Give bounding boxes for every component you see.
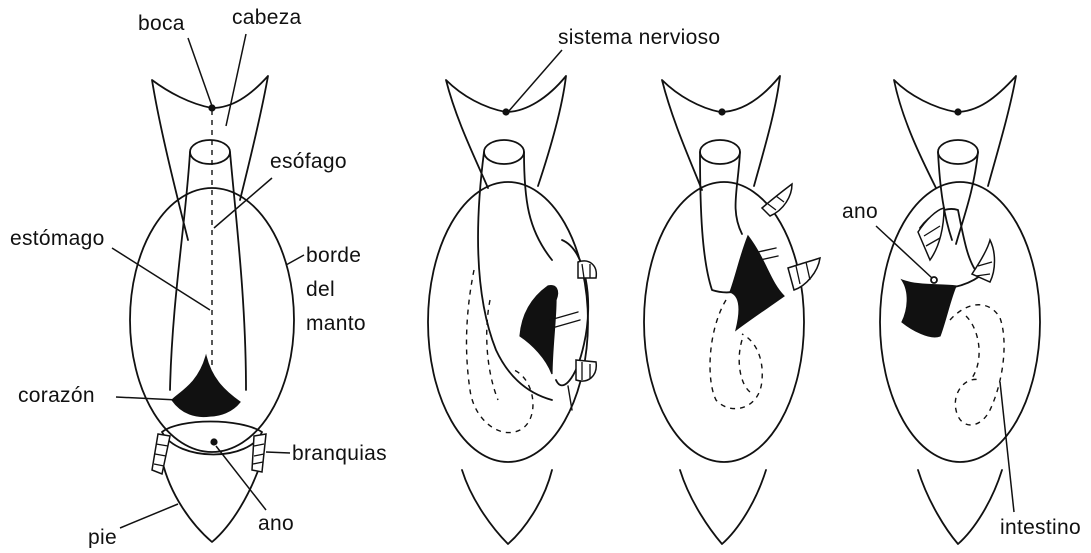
fig1-anus: [211, 439, 217, 445]
fig3-mouth: [719, 109, 725, 115]
figure-2-torsion-start: [428, 76, 596, 544]
fig3-gill-top: [762, 184, 792, 216]
leader-branquias: [266, 452, 290, 453]
fig3-esophagus-opening: [700, 140, 740, 164]
fig1-heart: [172, 356, 240, 416]
label-boca: boca: [138, 12, 185, 35]
figure-1-untorted-body: [130, 76, 294, 542]
label-sistema-nervioso: sistema nervioso: [558, 26, 720, 49]
label-pie: pie: [88, 526, 117, 548]
fig3-body-outline: [662, 76, 780, 190]
leader-estomago: [112, 248, 210, 310]
fig2-body-outline: [446, 76, 566, 188]
label-corazon: corazón: [18, 384, 95, 407]
label-ano-1: ano: [258, 512, 294, 535]
fig3-foot-outline: [680, 470, 766, 544]
fig1-gill-right: [252, 434, 266, 472]
fig2-intestine-dashed: [467, 270, 533, 433]
label-estomago: estómago: [10, 227, 105, 250]
leader-boca: [188, 38, 212, 106]
fig3-heart: [730, 236, 784, 330]
figure-4-torsion-complete: [880, 76, 1040, 544]
fig4-esophagus-opening: [938, 140, 978, 164]
leader-borde-del-manto: [286, 255, 304, 265]
label-borde: borde: [306, 244, 361, 267]
fig4-body-outline: [894, 76, 1016, 188]
fig2-esophagus-opening: [484, 140, 524, 164]
fig1-mantle-cavity: [162, 422, 262, 455]
figure-1-labels: boca cabeza esófago estómago borde del m…: [10, 6, 387, 548]
fig2-mantle: [428, 182, 588, 462]
label-branquias: branquias: [292, 442, 387, 465]
fig1-gill-left: [152, 434, 170, 474]
figure-3-torsion-mid: [644, 76, 820, 544]
leader-intestino: [1000, 382, 1014, 512]
label-esofago: esófago: [270, 150, 347, 173]
fig4-gill-right: [972, 240, 995, 282]
leader-pie: [120, 504, 178, 528]
fig4-gut-tube: [938, 152, 978, 244]
fig3-gill-bottom: [788, 258, 820, 290]
fig3-mantle: [644, 182, 804, 462]
fig4-gill-left: [918, 208, 944, 260]
figure-4-labels: ano intestino: [842, 200, 1081, 539]
leader-cabeza: [226, 34, 246, 126]
fig2-gill-bottom: [576, 360, 596, 381]
fig1-esophagus-opening: [190, 140, 230, 164]
fig1-foot-outline: [162, 460, 262, 542]
fig2-heart: [520, 286, 558, 374]
fig2-gill-top: [578, 261, 596, 278]
label-intestino: intestino: [1000, 516, 1081, 539]
fig2-foot-outline: [462, 470, 552, 544]
label-manto: manto: [306, 312, 366, 335]
fig4-foot-outline: [918, 470, 1002, 544]
label-ano-4: ano: [842, 200, 878, 223]
label-del: del: [306, 278, 335, 301]
label-cabeza: cabeza: [232, 6, 302, 29]
fig4-mouth: [955, 109, 961, 115]
